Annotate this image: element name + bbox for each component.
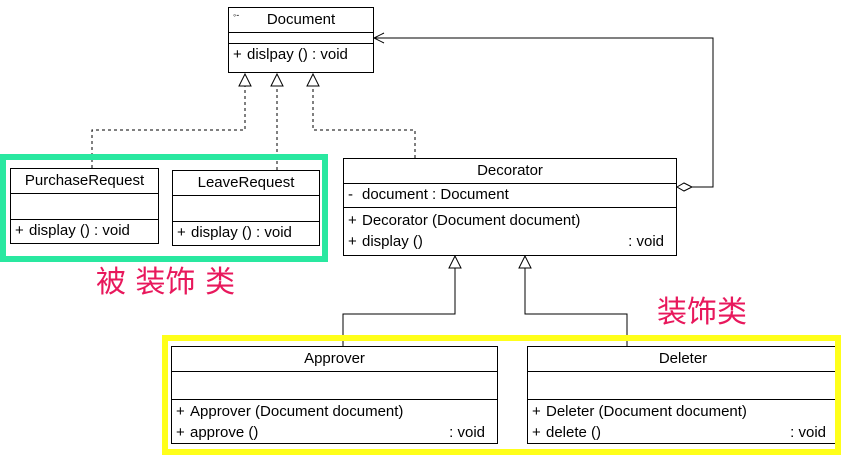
realization-decorator [312,86,416,158]
triangle-arrow-icon [518,254,532,269]
class-name: Decorator [477,162,543,179]
class-methods: + Approver (Document document) + approve (… [172,400,497,443]
method-row: + display () : void [11,220,158,241]
method-row: + Deleter (Document document) [528,401,838,422]
method-return-type: : void [628,233,664,250]
decorated-label: 被 装饰 类 [96,265,236,300]
visibility-marker: + [532,424,541,441]
class-name: Deleter [658,350,708,367]
method-signature: approve () [190,424,259,441]
class-leave-request[interactable]: LeaveRequest + display () : void [172,170,320,246]
class-title: LeaveRequest [173,171,319,196]
class-title: Approver [172,347,497,372]
visibility-marker: + [177,224,186,241]
triangle-arrow-icon [306,72,320,87]
visibility-marker: + [532,403,541,420]
realization-purchase [91,86,246,168]
class-attributes [11,194,158,220]
class-methods: + display () : void [11,220,158,241]
method-return-type: : void [449,424,485,441]
visibility-marker: + [176,403,185,420]
class-document[interactable]: ◦- Document + dislpay () : void [228,7,374,73]
class-title: Deleter [528,347,838,372]
method-row: + approve () : void [172,422,497,443]
method-signature: dislpay () : void [247,46,348,63]
method-signature: display () : void [191,224,292,241]
attribute-row: -document : Document [344,184,676,205]
class-attributes [172,372,497,400]
decorators-label: 装饰类 [657,295,747,330]
method-signature: Approver (Document document) [190,403,404,420]
class-methods: + dislpay () : void [229,44,373,65]
generalization-deleter [524,268,628,346]
class-title: PurchaseRequest [11,169,158,194]
method-row: + display () : void [344,231,676,252]
class-attributes [229,33,373,44]
class-name: PurchaseRequest [24,172,145,189]
class-methods: + Deleter (Document document) + delete () … [528,400,838,443]
class-name: LeaveRequest [197,174,295,191]
class-title: ◦- Document [229,8,373,33]
visibility-marker: + [348,212,357,229]
class-decorator[interactable]: Decorator -document : Document + Decorato… [343,158,677,256]
triangle-arrow-icon [238,72,252,87]
method-signature: Deleter (Document document) [546,403,747,420]
visibility-marker: + [233,46,242,63]
generalization-approver [342,268,456,346]
method-signature: Decorator (Document document) [362,212,581,229]
class-name: Approver [304,350,365,367]
method-row: + dislpay () : void [229,44,373,65]
class-attributes [528,372,838,400]
method-signature: delete () [546,424,602,441]
method-return-type: : void [790,424,826,441]
triangle-arrow-icon [448,254,462,269]
visibility-marker: + [15,222,24,239]
triangle-arrow-icon [270,72,284,87]
visibility-marker: - [348,186,353,203]
class-deleter[interactable]: Deleter + Deleter (Document document) + de… [527,346,839,444]
method-signature: display () : void [29,222,130,239]
class-methods: + Decorator (Document document) + display … [344,208,676,252]
interface-icon: ◦- [233,10,240,20]
visibility-marker: + [348,233,357,250]
method-signature: display () [362,233,423,250]
diamond-icon [675,182,694,192]
method-row: + Decorator (Document document) [344,210,676,231]
class-attributes: -document : Document [344,184,676,208]
attribute-signature: document : Document [362,186,509,203]
class-methods: + display () : void [173,222,319,243]
class-title: Decorator [344,159,676,184]
open-arrow-icon [372,32,385,44]
class-attributes [173,196,319,222]
method-row: + Approver (Document document) [172,401,497,422]
visibility-marker: + [176,424,185,441]
aggregation-line [374,37,714,188]
class-approver[interactable]: Approver + Approver (Document document) +… [171,346,498,444]
method-row: + display () : void [173,222,319,243]
method-row: + delete () : void [528,422,838,443]
class-name: Document [266,11,336,28]
class-purchase-request[interactable]: PurchaseRequest + display () : void [10,168,159,244]
